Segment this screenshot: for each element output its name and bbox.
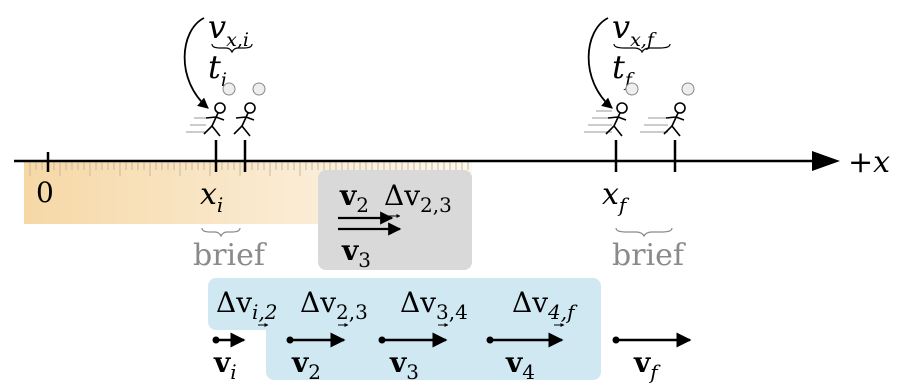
vxf-label: vx,f <box>612 8 657 51</box>
grey-v2: v2 <box>339 179 369 217</box>
label-v3: v3 <box>389 346 419 383</box>
xi-label: xi <box>200 177 223 217</box>
grey-box <box>318 170 472 270</box>
vector-v4 <box>486 332 564 348</box>
vector-v2 <box>286 332 346 348</box>
vxi-brace <box>211 43 253 54</box>
x-axis-arrowhead <box>812 151 840 171</box>
brief-right-label: brief <box>612 238 686 273</box>
delta-i2: Δvi,2 <box>216 286 278 324</box>
delta-4f: Δv4,f <box>512 286 578 324</box>
label-vf: vf <box>633 346 661 383</box>
delta-23: Δv2,3 <box>300 286 368 324</box>
vector-vf <box>612 332 692 348</box>
ruler-ticks <box>29 162 469 176</box>
curved-arrow-i <box>183 17 209 109</box>
curved-arrow-f <box>587 17 613 109</box>
xf-label: xf <box>602 177 630 217</box>
vxf-brace <box>613 43 671 54</box>
vector-vi <box>212 332 246 348</box>
brief-left-label: brief <box>193 238 267 273</box>
axis-label: +x <box>848 145 890 180</box>
brief-right-brace <box>615 227 673 238</box>
label-v4: v4 <box>505 346 535 383</box>
runner-initial-icon <box>186 82 266 137</box>
origin-label: 0 <box>36 176 54 209</box>
label-vi: vi <box>213 346 237 383</box>
grey-v3: v3 <box>341 234 371 272</box>
vector-v3 <box>378 332 448 348</box>
brief-left-brace <box>201 227 241 238</box>
ti-label: ti <box>208 48 227 91</box>
grey-dv23: Δv2,3 <box>384 179 452 217</box>
delta-34: Δv3,4 <box>400 286 468 324</box>
runner-final-icon <box>584 82 695 137</box>
label-v2: v2 <box>291 346 321 383</box>
vxi-label: vx,i <box>208 8 249 51</box>
